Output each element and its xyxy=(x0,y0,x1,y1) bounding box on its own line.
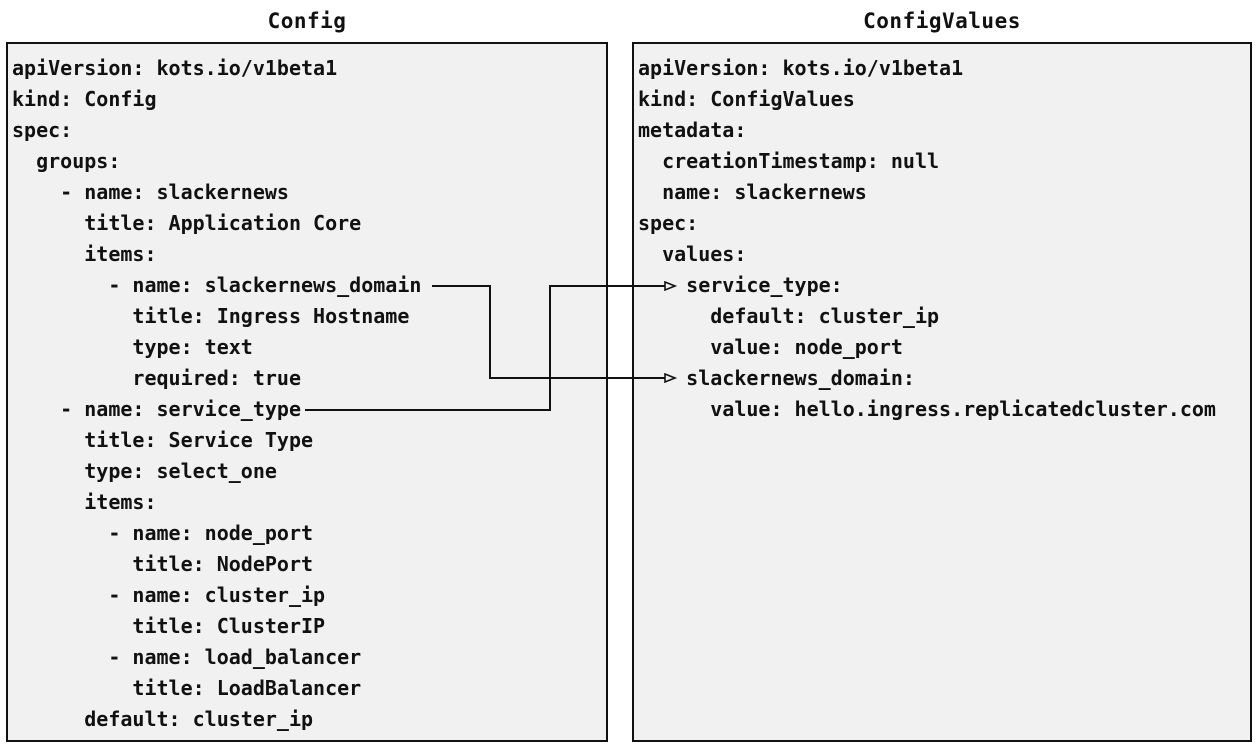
code-line: default: cluster_ip xyxy=(12,707,314,731)
code-line: title: LoadBalancer xyxy=(12,676,362,700)
code-line: name: slackernews xyxy=(638,180,867,204)
code-line: - name: cluster_ip xyxy=(12,583,326,607)
code-line: title: ClusterIP xyxy=(12,614,326,638)
code-line: title: Application Core xyxy=(12,211,362,235)
config-yaml-code: apiVersion: kots.io/v1beta1 kind: Config s… xyxy=(8,44,606,744)
code-line: - name: load_balancer xyxy=(12,645,362,669)
configvalues-panel: apiVersion: kots.io/v1beta1 kind: ConfigV… xyxy=(632,42,1252,742)
code-line: metadata: xyxy=(638,118,747,142)
code-line: creationTimestamp: null xyxy=(638,149,940,173)
code-line: spec: xyxy=(12,118,73,142)
configvalues-panel-title: ConfigValues xyxy=(863,9,1021,33)
code-line: value: node_port xyxy=(638,335,903,359)
code-line: title: Service Type xyxy=(12,428,314,452)
code-line: default: cluster_ip xyxy=(638,304,940,328)
code-line: items: xyxy=(12,490,157,514)
code-line: values: xyxy=(638,242,747,266)
code-line: items: xyxy=(12,242,157,266)
code-line: type: select_one xyxy=(12,459,277,483)
config-panel: apiVersion: kots.io/v1beta1 kind: Config s… xyxy=(6,42,608,742)
code-line: apiVersion: kots.io/v1beta1 xyxy=(12,56,338,80)
code-line: - name: node_port xyxy=(12,521,314,545)
code-line: value: hello.ingress.replicatedcluster.c… xyxy=(638,397,1216,421)
code-line: kind: Config xyxy=(12,87,157,111)
configvalues-yaml-code: apiVersion: kots.io/v1beta1 kind: ConfigV… xyxy=(634,44,1250,434)
code-line: kind: ConfigValues xyxy=(638,87,855,111)
code-line: apiVersion: kots.io/v1beta1 xyxy=(638,56,964,80)
code-line: title: NodePort xyxy=(12,552,314,576)
code-line: required: true xyxy=(12,366,301,390)
code-line: - name: slackernews_domain xyxy=(12,273,422,297)
code-line: type: text xyxy=(12,335,253,359)
code-line: title: Ingress Hostname xyxy=(12,304,410,328)
code-line: service_type: xyxy=(638,273,843,297)
code-line: groups: xyxy=(12,149,121,173)
code-line: spec: xyxy=(638,211,699,235)
code-line: - name: service_type xyxy=(12,397,301,421)
config-panel-title: Config xyxy=(267,9,347,33)
code-line: slackernews_domain: xyxy=(638,366,915,390)
code-line: - name: slackernews xyxy=(12,180,289,204)
